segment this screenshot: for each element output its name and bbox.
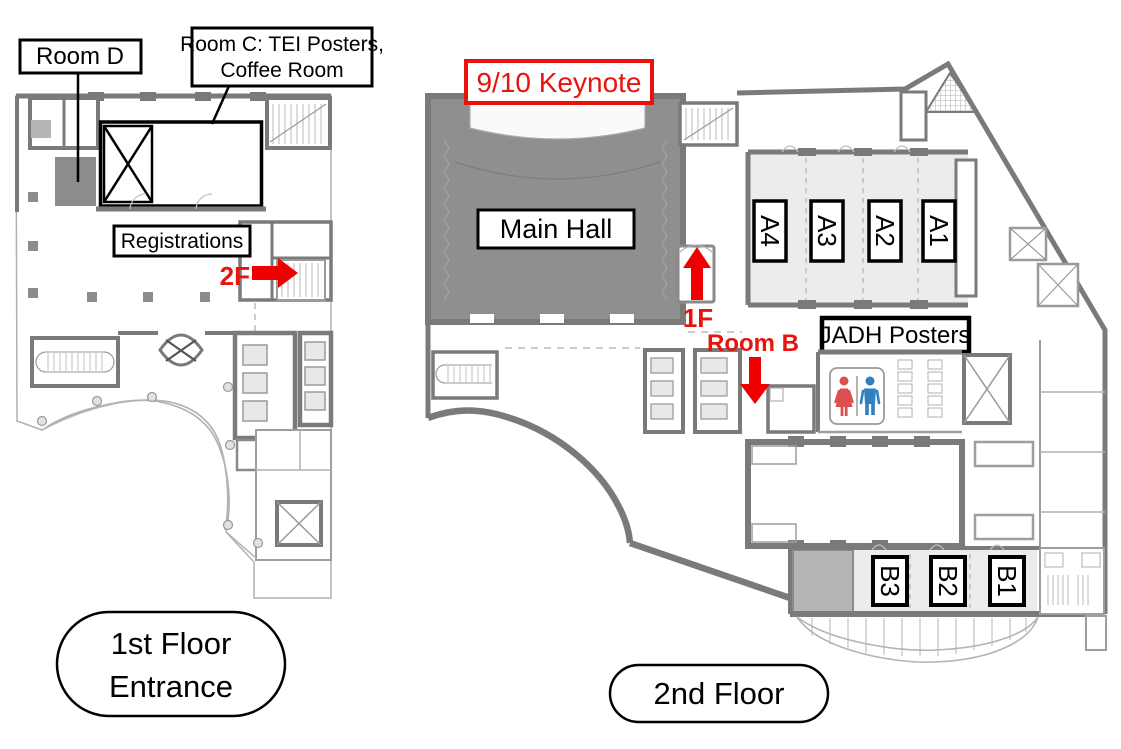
gray-room: [792, 549, 854, 613]
wall-piers: [798, 148, 928, 309]
curved-wall: [41, 399, 229, 531]
female-icon: [834, 376, 854, 416]
floor1-plan: Room D Room C: TEI Posters, Coffee Room …: [15, 26, 384, 718]
2f-label-text: 2F: [220, 261, 250, 291]
stairs-icon: [265, 96, 332, 150]
room-a1-label: A1: [924, 215, 954, 247]
arrow-right-icon: [252, 258, 298, 288]
arrow-up-icon: [683, 247, 711, 300]
room-c-label: Room C: TEI Posters, Coffee Room: [180, 26, 384, 125]
floor2-caption: 2nd Floor: [608, 663, 830, 724]
stall-fixtures: [897, 359, 943, 418]
room-b-annotation: Room B: [707, 330, 799, 404]
arrow-down-icon: [740, 357, 770, 404]
room-d-label: Room D: [18, 38, 143, 182]
stairs-to-2f-annotation: 2F: [220, 258, 298, 291]
stairs-to-1f-annotation: 1F: [676, 244, 716, 333]
main-hall-label-box: [476, 208, 636, 250]
room-dividers: [909, 554, 971, 608]
room-c-label-line1: Room C: TEI Posters,: [180, 33, 384, 56]
central-hall: [745, 436, 965, 551]
jadh-posters-label: JADH Posters: [820, 315, 972, 355]
hatched-area: [924, 71, 979, 113]
elevator-bank-icon: [643, 348, 742, 434]
main-hall: Main Hall: [425, 87, 686, 325]
room-c: [98, 120, 264, 208]
small-room: [899, 90, 928, 142]
escalator-icon: [431, 350, 499, 400]
small-room: [973, 440, 1035, 468]
edge: [225, 531, 257, 559]
small-structure: [1085, 615, 1107, 651]
wall: [628, 539, 792, 602]
hall-doors: [470, 314, 634, 323]
restrooms: [816, 349, 962, 434]
keynote-label: 9/10 Keynote: [464, 59, 654, 105]
floor1-right-rooms: [238, 220, 333, 302]
balcony-arc: [796, 616, 1039, 664]
registrations-label: Registrations: [112, 224, 252, 258]
room-b2-label: B2: [933, 565, 963, 597]
room-b-labels: B3 B2 B1: [871, 555, 1026, 607]
1f-label-text: 1F: [683, 303, 713, 333]
floor1-caption-line1: 1st Floor: [111, 626, 232, 661]
stairs-icon: [678, 101, 739, 147]
columns: [28, 192, 210, 302]
stage: [469, 103, 646, 140]
leader-line: [210, 85, 231, 125]
keynote-label-text: 9/10 Keynote: [476, 67, 641, 98]
floor1-tower: [255, 429, 332, 561]
revolving-door-icon: [158, 333, 204, 367]
escalator-icon: [30, 336, 120, 388]
floor2-caption-text: 2nd Floor: [654, 676, 785, 711]
b-rooms-block: B3 B2 B1: [788, 544, 1107, 664]
shaft-x-icon: [962, 353, 1012, 425]
room-a3-label: A3: [812, 215, 842, 247]
floor1-caption-line2: Entrance: [109, 669, 233, 704]
diagonal-x-rooms: [1008, 226, 1080, 308]
room-d-label-text: Room D: [36, 43, 124, 70]
main-hall-label-text: Main Hall: [500, 214, 613, 244]
room-d: [55, 157, 96, 206]
small-room: [973, 513, 1035, 541]
atrium-curved-wall: [426, 407, 634, 544]
stairs-icon: [1039, 547, 1105, 615]
jadh-posters-label-text: JADH Posters: [820, 322, 971, 349]
room-b3-label: B3: [875, 565, 905, 597]
restroom-sign: [829, 367, 885, 425]
a-rooms-block: A4 A3 A2 A1: [745, 145, 978, 309]
floor1-caption: 1st Floor Entrance: [55, 610, 287, 718]
room-b-label-text: Room B: [707, 330, 799, 357]
room-dividers: [805, 158, 919, 300]
room-a4-label: A4: [755, 215, 785, 247]
room-b1-label: B1: [992, 565, 1022, 597]
registrations-label-text: Registrations: [121, 230, 244, 253]
male-icon: [859, 376, 881, 415]
room-a2-label: A2: [870, 215, 900, 247]
room-a-labels: A4 A3 A2 A1: [752, 199, 957, 263]
room-b: [766, 384, 816, 434]
floor1-topleft-rooms: [28, 96, 100, 150]
room-c-label-line2: Coffee Room: [220, 59, 343, 82]
column-circles: [36, 381, 264, 549]
floor2-plan: Main Hall 9/10 Keynote 1F: [425, 59, 1108, 724]
elevator-bank-icon: [232, 330, 334, 441]
